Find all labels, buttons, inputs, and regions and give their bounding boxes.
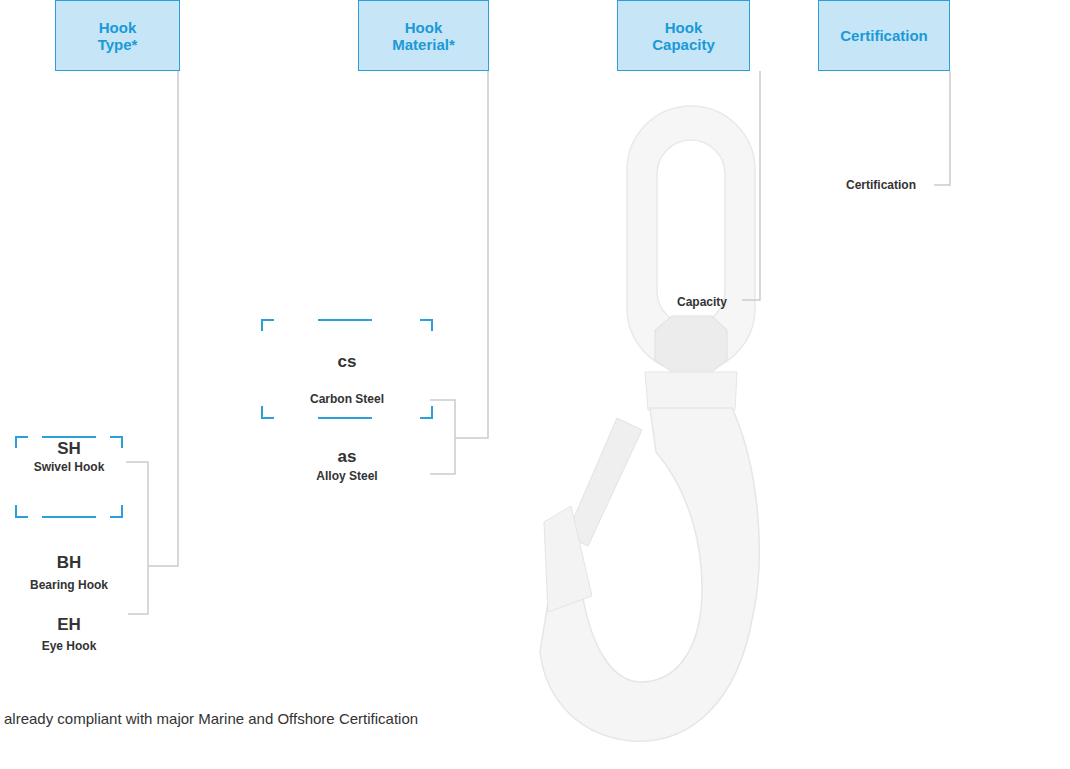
option-code: EH [57,615,81,635]
category-header-box: Hook Material* [358,0,489,71]
option-name: Bearing Hook [30,578,108,592]
hook-eye [627,106,755,372]
selection-brackets [16,320,432,517]
material-leader [455,71,488,438]
hook-tip [544,506,592,612]
footnote-text: already compliant with major Marine and … [4,710,418,727]
swivel-hook-picture [540,106,759,741]
header-text: Hook Type* [98,19,138,53]
header-text: Hook Material* [392,19,455,53]
type-leader [148,71,178,566]
certification-leader [934,71,950,185]
option-name: Swivel Hook [34,460,105,474]
option-code: as [338,447,357,467]
hook-body [540,408,759,741]
option-code: cs [338,352,357,372]
leader-lines [126,71,950,614]
option-name: Capacity [677,295,727,309]
header-text: Certification [840,27,928,44]
hook-latch [566,418,642,546]
hook-shank [645,372,737,410]
option-name: Alloy Steel [316,469,377,483]
category-header-box: Certification [818,0,950,71]
material-bracket [430,400,455,474]
dashed-corner [262,320,432,418]
header-text: Hook Capacity [652,19,715,53]
option-code: SH [57,439,81,459]
hook-nut [655,316,727,372]
category-header-box: Hook Capacity [617,0,750,71]
option-name: Certification [846,178,916,192]
option-name: Carbon Steel [310,392,384,406]
option-name: Eye Hook [42,639,97,653]
dashed-corner [16,437,122,517]
category-header-box: Hook Type* [55,0,180,71]
type-bracket [126,462,148,614]
capacity-leader [742,71,760,300]
option-code: BH [57,553,82,573]
